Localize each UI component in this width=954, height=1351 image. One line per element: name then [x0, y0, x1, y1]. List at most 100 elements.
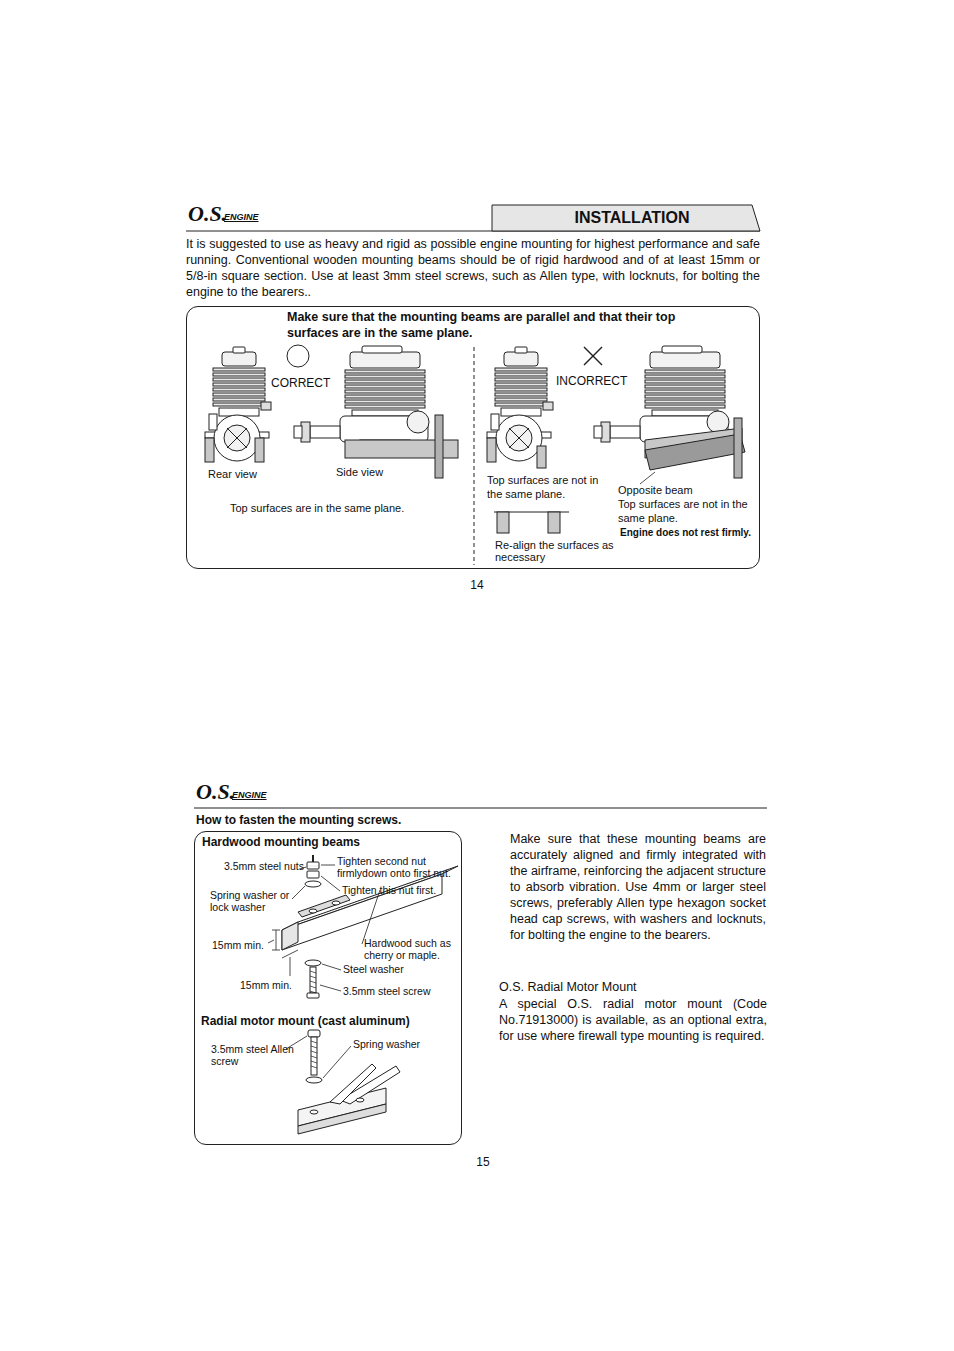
- screw-thread: [311, 1061, 317, 1063]
- frame-subheading: Hardwood mounting beams: [202, 835, 454, 850]
- rocker-cover: [233, 347, 245, 353]
- part-name: 3.5mm steel nuts: [224, 860, 308, 873]
- status-label: INCORRECT: [556, 374, 636, 388]
- cooling-fin: [645, 370, 725, 373]
- spring-washer: [305, 881, 321, 887]
- page-number: 14: [462, 578, 492, 592]
- rocker-cover: [362, 346, 402, 353]
- dimension-label: 15mm min.: [240, 979, 292, 992]
- cooling-fin: [345, 400, 425, 403]
- cylinder-head: [222, 352, 256, 366]
- mounting-lug: [298, 895, 350, 917]
- backplate-detail: [509, 428, 529, 448]
- correct-symbol: [287, 345, 309, 367]
- cooling-fin: [645, 400, 725, 403]
- engine-side-view: [594, 346, 729, 444]
- screw-thread: [311, 1041, 317, 1043]
- cooling-fin: [495, 393, 547, 396]
- screw-thread: [311, 1066, 317, 1068]
- cooling-fin: [495, 383, 547, 386]
- screw-thread: [312, 855, 314, 862]
- cooling-fin: [345, 385, 425, 388]
- allen-screw-head: [308, 1030, 320, 1037]
- cooling-fin: [645, 395, 725, 398]
- subheading: O.S. Radial Motor Mount: [499, 979, 767, 995]
- cooling-fin: [213, 368, 265, 371]
- view-label: Rear view: [208, 468, 268, 481]
- figure-note: Top surfaces are not in the same plane.: [487, 474, 605, 502]
- figure-note: Top surfaces are not in the same plane.: [618, 498, 758, 526]
- part-name: Steel washer: [343, 963, 443, 976]
- pushrod-tube: [209, 414, 217, 430]
- dimension-line: [282, 950, 298, 958]
- part-name: 3.5mm steel screw: [343, 985, 453, 998]
- screw-hole: [356, 1098, 364, 1102]
- cooling-fin: [495, 403, 547, 406]
- dimension-line: [272, 930, 280, 931]
- body-paragraph: A special O.S. radial motor mount (Code …: [499, 996, 767, 1044]
- brand-logo: O.S.: [196, 779, 236, 805]
- prop-nut: [594, 426, 602, 438]
- note-callout: Tighten this nut first.: [342, 884, 460, 897]
- incorrect-symbol: [584, 347, 602, 365]
- backplate-detail: [509, 428, 529, 448]
- incorrect-symbol: [584, 347, 602, 365]
- mounting-beam: [205, 438, 214, 462]
- leader-line: [323, 1046, 351, 1078]
- leader-line: [306, 866, 319, 867]
- backplate: [224, 425, 250, 451]
- screw-hole: [310, 1110, 318, 1114]
- dimension-line: [276, 930, 277, 950]
- cooling-fin: [495, 388, 547, 391]
- figure-note: Top surfaces are in the same plane.: [230, 502, 460, 515]
- screw-head: [307, 993, 319, 998]
- engine-side-view: [294, 346, 429, 444]
- brand-logo: ENGINE: [232, 790, 282, 801]
- section-tab: INSTALLATION: [492, 204, 768, 231]
- mounting-beam: [487, 438, 496, 462]
- cooling-fin: [345, 405, 425, 408]
- leader-line: [290, 957, 291, 976]
- cooling-fin: [345, 375, 425, 378]
- carburettor: [261, 402, 271, 410]
- rocker-cover: [515, 347, 527, 353]
- cooling-fin: [213, 383, 265, 386]
- mount-arm: [330, 1064, 376, 1104]
- cooling-fin: [213, 398, 265, 401]
- leader-line: [322, 964, 341, 970]
- cooling-fin: [645, 375, 725, 378]
- backplate-detail: [227, 428, 247, 448]
- screw-hole: [309, 909, 317, 913]
- steel-nut: [307, 871, 319, 878]
- screw-thread: [311, 1056, 317, 1058]
- screw-thread: [311, 1046, 317, 1048]
- cooling-fin: [495, 378, 547, 381]
- rocker-cover: [662, 346, 702, 353]
- screw-hole: [332, 901, 340, 905]
- cooling-fin: [345, 390, 425, 393]
- crankshaft-housing: [310, 426, 340, 438]
- dimension-label: 15mm min.: [212, 939, 268, 952]
- page-number: 15: [468, 1155, 498, 1169]
- section-heading: How to fasten the mounting screws.: [196, 813, 476, 827]
- brand-logo: ENGINE: [224, 212, 274, 223]
- allen-screw: [311, 1037, 317, 1075]
- cooling-fin: [213, 393, 265, 396]
- figure-note: Engine does not rest firmly.: [620, 527, 758, 539]
- part-name: Opposite beam: [618, 484, 718, 497]
- radial-mount: [298, 1104, 386, 1134]
- cooling-fin: [495, 373, 547, 376]
- firewall-post: [435, 415, 443, 478]
- cylinder-body: [652, 410, 718, 416]
- dimension-line: [272, 950, 280, 951]
- engine-rear-view: [487, 347, 553, 461]
- cooling-fin: [345, 395, 425, 398]
- body-paragraph: It is suggested to use as heavy and rigi…: [186, 236, 760, 300]
- carburettor: [543, 402, 553, 410]
- cooling-fin: [645, 385, 725, 388]
- cooling-fin: [645, 380, 725, 383]
- cooling-fin: [645, 390, 725, 393]
